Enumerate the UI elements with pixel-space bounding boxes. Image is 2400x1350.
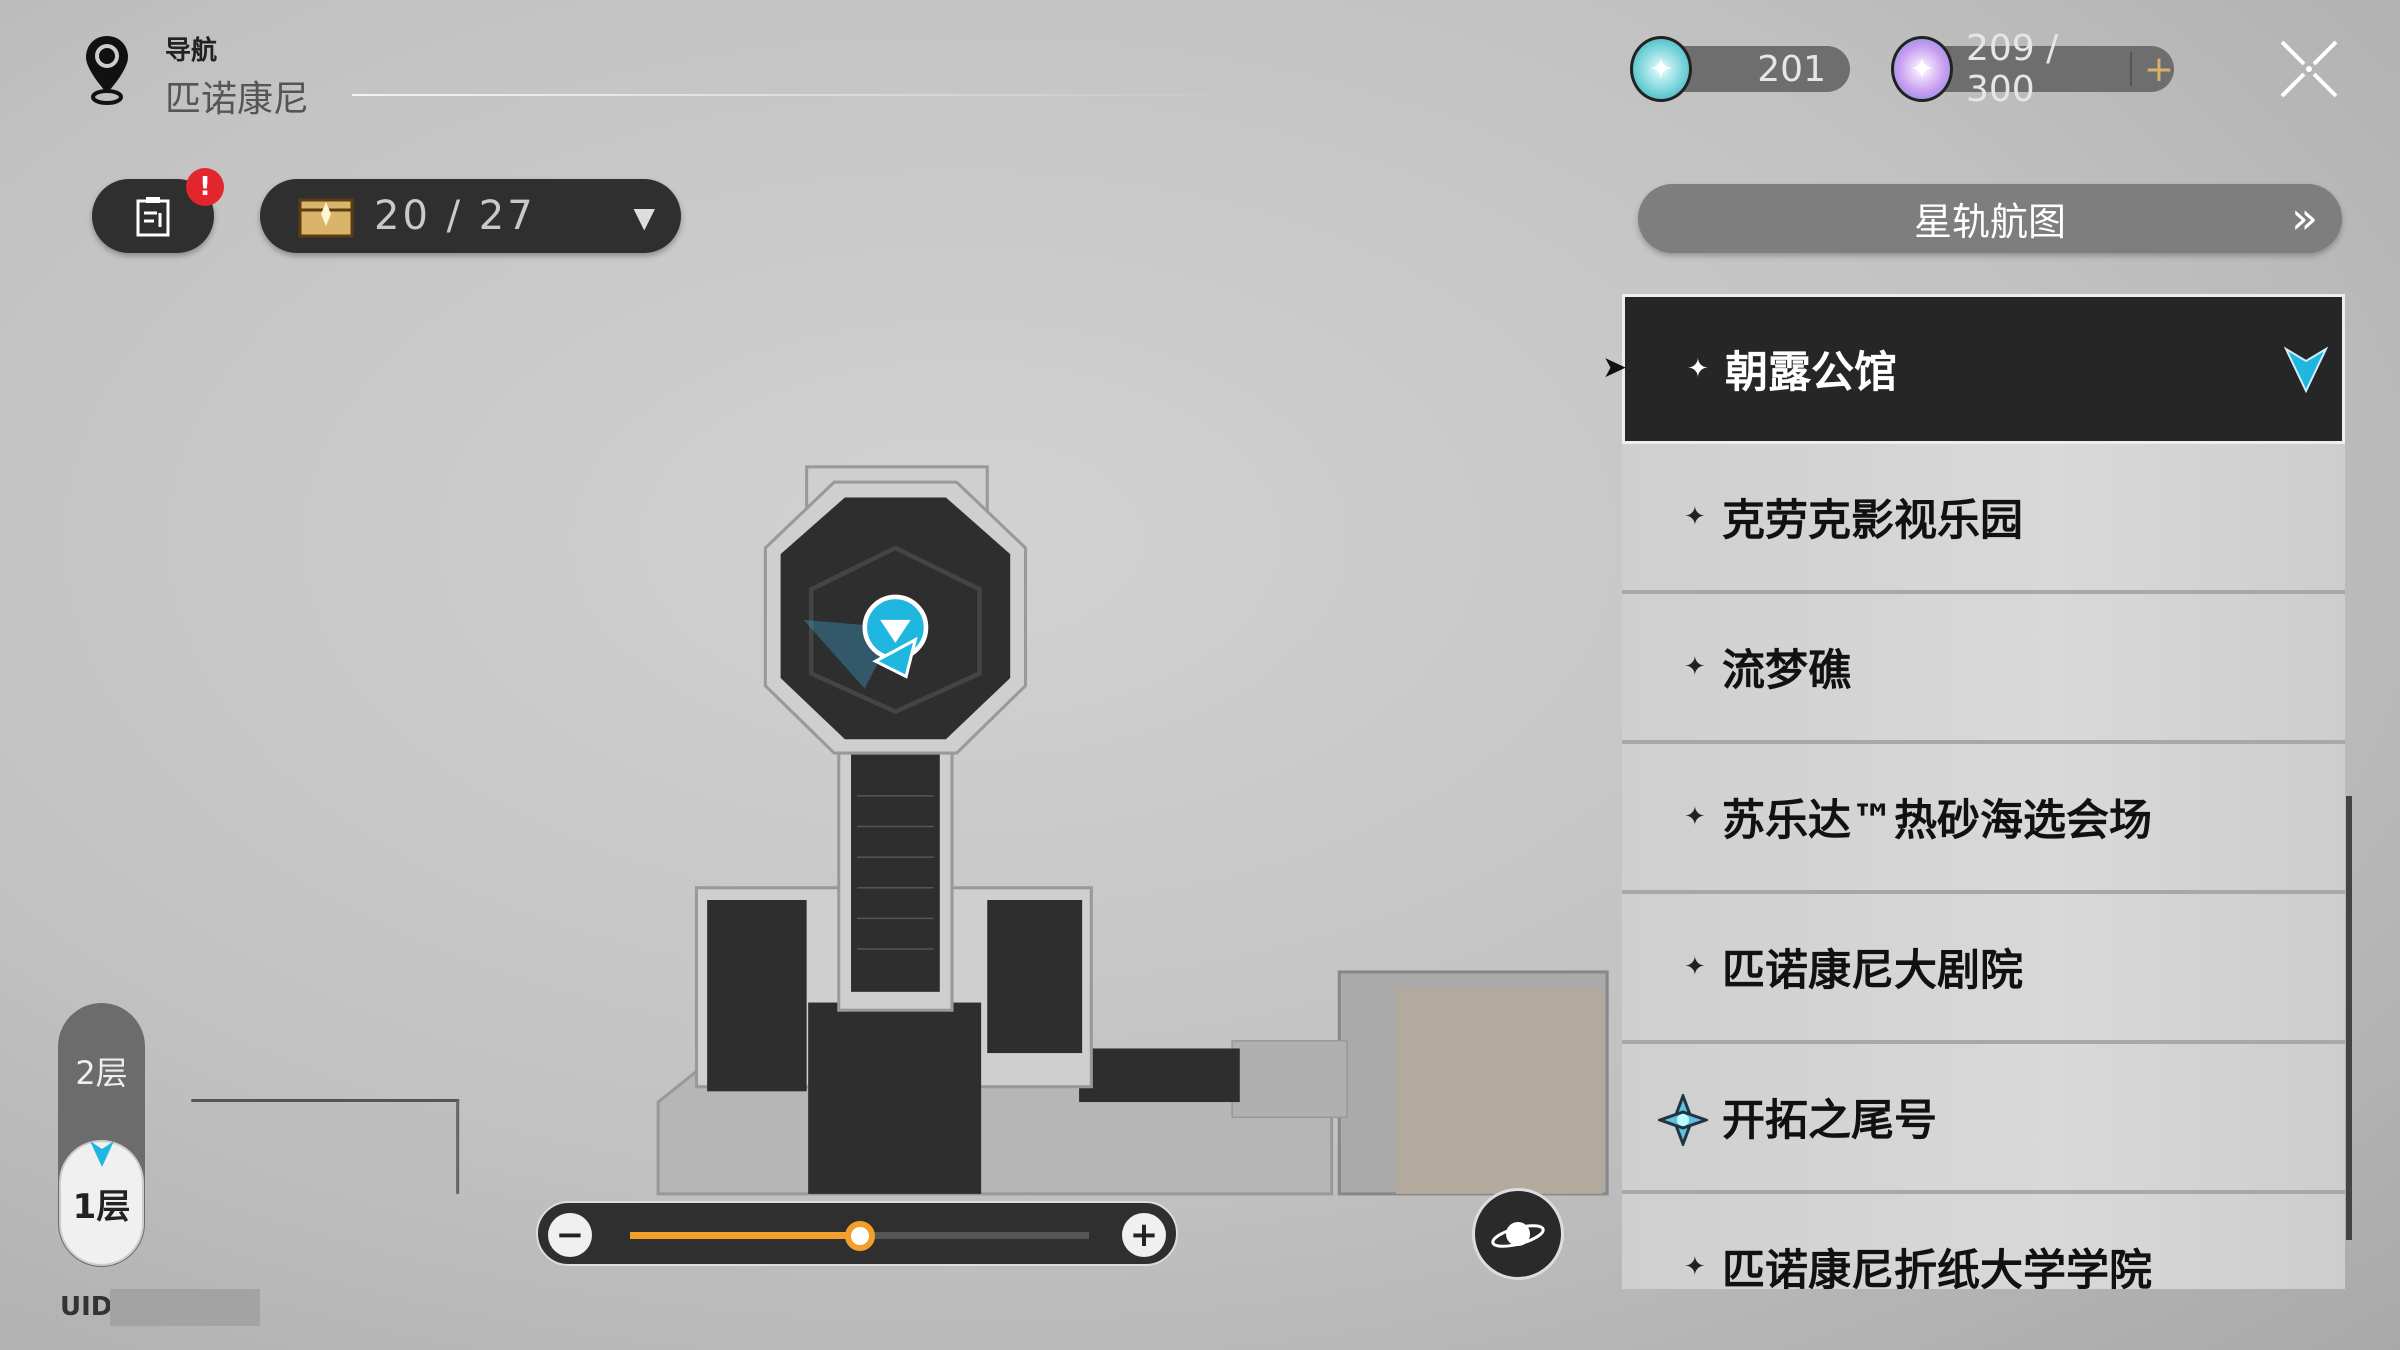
selection-pointer-icon: ➤ <box>1602 350 1628 385</box>
double-chevron-right-icon: » <box>2291 193 2318 244</box>
floor-1-button[interactable]: 1层 <box>59 1140 144 1266</box>
location-label: 克劳克影视乐园 <box>1722 496 2023 546</box>
astral-express-icon <box>1658 1094 1708 1146</box>
star-bullet-icon: ✦ <box>1684 652 1706 682</box>
floor-selector[interactable]: 2层 1层 <box>58 1003 145 1267</box>
location-label: 朝露公馆 <box>1725 348 1897 398</box>
title-divider <box>352 94 1252 96</box>
star-bullet-icon: ✦ <box>1684 1252 1706 1282</box>
star-bullet-icon: ✦ <box>1684 802 1706 832</box>
location-label: 匹诺康尼折纸大学学院 <box>1722 1246 2152 1289</box>
location-item[interactable]: ✦ 匹诺康尼大剧院 <box>1622 894 2345 1044</box>
location-item[interactable]: ✦ 克劳克影视乐园 <box>1622 444 2345 594</box>
stellar-jade-value: 201 <box>1757 48 1826 90</box>
stellar-jade-icon: ✦ <box>1630 36 1692 102</box>
zoom-handle[interactable] <box>844 1221 875 1251</box>
notification-badge: ! <box>186 168 224 206</box>
star-bullet-icon: ✦ <box>1684 952 1706 982</box>
star-bullet-icon: ✦ <box>1684 502 1706 532</box>
planet-icon <box>1491 1222 1545 1248</box>
location-item[interactable]: ✦ 流梦礁 <box>1622 594 2345 744</box>
location-label: 匹诺康尼大剧院 <box>1722 946 2023 996</box>
current-floor-marker-icon <box>90 1141 114 1167</box>
nav-subtitle: 导航 <box>165 36 218 66</box>
location-label: 开拓之尾号 <box>1722 1096 1937 1146</box>
location-item[interactable]: 开拓之尾号 <box>1622 1044 2345 1194</box>
zoom-in-button[interactable]: + <box>1122 1213 1166 1257</box>
planet-switch-button[interactable] <box>1472 1188 1564 1280</box>
map-pin-icon <box>86 36 128 105</box>
location-list-scrollbar[interactable] <box>2346 796 2352 1240</box>
treasure-chest-dropdown[interactable]: 20 / 27 ▼ <box>260 179 681 253</box>
clipboard-icon <box>136 197 170 237</box>
zoom-out-button[interactable]: − <box>548 1213 592 1257</box>
close-icon[interactable] <box>2278 38 2340 100</box>
star-rail-map-label: 星轨航图 <box>1913 200 2066 244</box>
location-item[interactable]: ✦ 苏乐达™热砂海选会场 <box>1622 744 2345 894</box>
uid-redacted <box>110 1289 260 1326</box>
region-title: 匹诺康尼 <box>165 79 310 120</box>
chevron-down-icon: ▼ <box>633 201 655 234</box>
add-power-button[interactable]: + <box>2143 48 2174 90</box>
location-item-selected[interactable]: ✦ 朝露公馆 <box>1622 294 2345 444</box>
current-location-chevron-icon <box>2284 346 2328 393</box>
floor-2-button[interactable]: 2层 <box>75 1054 128 1092</box>
player-arrow-icon <box>872 636 918 679</box>
location-item[interactable]: ✦ 匹诺康尼折纸大学学院 <box>1622 1194 2345 1289</box>
trailblaze-power-counter: 209 / 300 + <box>1910 28 2174 110</box>
trailblaze-power-icon: ✦ <box>1891 36 1953 102</box>
trailblaze-power-value: 209 / 300 <box>1966 28 2059 110</box>
location-label: 苏乐达™热砂海选会场 <box>1722 796 2152 846</box>
zoom-track[interactable] <box>630 1221 1089 1251</box>
star-rail-map-button[interactable]: 星轨航图 » <box>1638 184 2342 253</box>
treasure-chest-icon <box>298 198 354 238</box>
zoom-fill <box>630 1232 860 1239</box>
location-label: 流梦礁 <box>1722 646 1851 696</box>
chest-count: 20 / 27 <box>374 193 536 239</box>
zoom-slider[interactable]: − + <box>536 1201 1178 1266</box>
star-bullet-icon: ✦ <box>1687 354 1709 384</box>
location-list[interactable]: ✦ 朝露公馆 ✦ 克劳克影视乐园 ✦ 流梦礁 ✦ 苏乐达™热砂海选会场 ✦ 匹诺康尼大剧… <box>1622 294 2345 1289</box>
